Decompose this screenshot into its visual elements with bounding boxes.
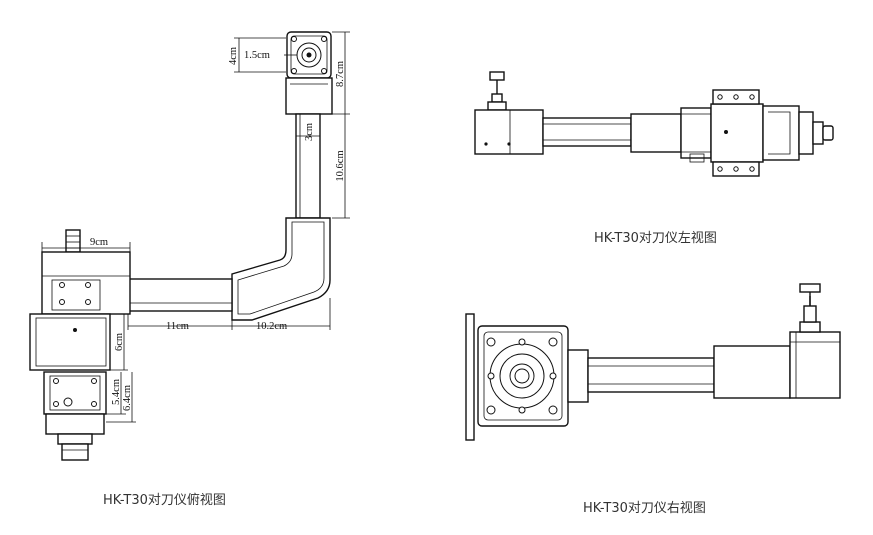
right-head-sleeve [713, 345, 791, 399]
dim-6cm: 6cm [114, 333, 125, 351]
caption-left-view: HK-T30对刀仪左视图 [594, 231, 717, 246]
left-arm-sleeve [630, 113, 682, 153]
top-view-dimensions: 4cm 1.5cm 8.7cm 3cm 10.6cm 9cm 11cm 10.2… [41, 31, 350, 423]
top-view [29, 31, 333, 461]
left-main-housing [710, 103, 764, 163]
left-head-box [474, 109, 544, 155]
top-elbow [231, 217, 331, 321]
right-probe-tip [799, 283, 821, 293]
dim-5-4cm: 5.4cm [111, 379, 122, 405]
dim-8-7cm: 8.7cm [335, 61, 346, 87]
dim-11cm: 11cm [166, 321, 189, 332]
dim-6-4cm: 6.4cm [122, 385, 133, 411]
right-arm [587, 357, 715, 393]
top-nozzle [65, 229, 81, 253]
dim-4cm: 4cm [228, 47, 239, 65]
right-mounting-plate [465, 313, 475, 441]
top-horizontal-arm [127, 278, 233, 312]
dim-9cm: 9cm [90, 237, 108, 248]
left-probe-tip [489, 71, 505, 81]
left-view [474, 71, 834, 177]
top-flange [286, 31, 332, 79]
dim-10-6cm: 10.6cm [335, 150, 346, 181]
right-view [465, 283, 841, 441]
dim-10-2cm: 10.2cm [256, 321, 287, 332]
right-neck [567, 349, 589, 403]
left-arm [542, 117, 632, 147]
dim-1-5cm: 1.5cm [244, 50, 270, 61]
top-middle-body [29, 313, 111, 371]
right-head-box [789, 331, 841, 399]
dim-3cm: 3cm [304, 123, 315, 141]
top-lower-block [43, 371, 107, 415]
caption-top-view: HK-T30对刀仪俯视图 [103, 493, 226, 508]
caption-right-view: HK-T30对刀仪右视图 [583, 501, 706, 516]
top-motor-body [285, 77, 333, 115]
left-motor [762, 105, 800, 161]
